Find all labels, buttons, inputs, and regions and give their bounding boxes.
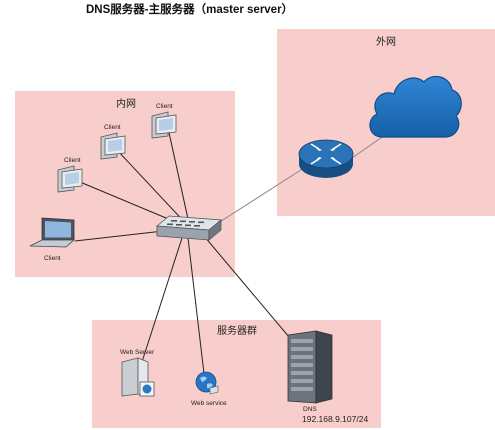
dns-server-rack-icon (287, 330, 333, 404)
link-switch-client-2 (116, 149, 191, 229)
client-computer-icon (151, 111, 177, 139)
internet-cloud-icon (369, 75, 462, 138)
client-label: Client (64, 157, 81, 164)
link-switch-dns (203, 235, 301, 351)
web-server-icon (121, 357, 155, 397)
link-switch-webserver (139, 237, 183, 369)
dns-label: DNS (303, 406, 317, 413)
laptop-icon (29, 217, 76, 248)
client-label: Client (104, 124, 121, 131)
server-group-label: 服务器群 (217, 326, 257, 337)
dns-ip-label: 192.168.9.107/24 (302, 414, 369, 424)
switch-icon (155, 215, 223, 241)
internal-zone-label: 内网 (116, 99, 136, 110)
router-icon (298, 139, 354, 178)
client-label: Client (44, 255, 61, 262)
link-switch-webservice (187, 237, 206, 383)
client-computer-icon (57, 165, 83, 193)
client-label: Client (156, 103, 173, 110)
link-switch-router (214, 167, 305, 226)
web-service-label: Web service (191, 400, 227, 407)
client-computer-icon (100, 132, 126, 160)
link-switch-client-top (167, 127, 191, 229)
web-server-label: Web Server (120, 349, 155, 356)
external-zone-label: 外网 (376, 37, 396, 48)
web-service-globe-icon (195, 371, 219, 395)
diagram-title: DNS服务器-主服务器（master server） (86, 4, 294, 16)
